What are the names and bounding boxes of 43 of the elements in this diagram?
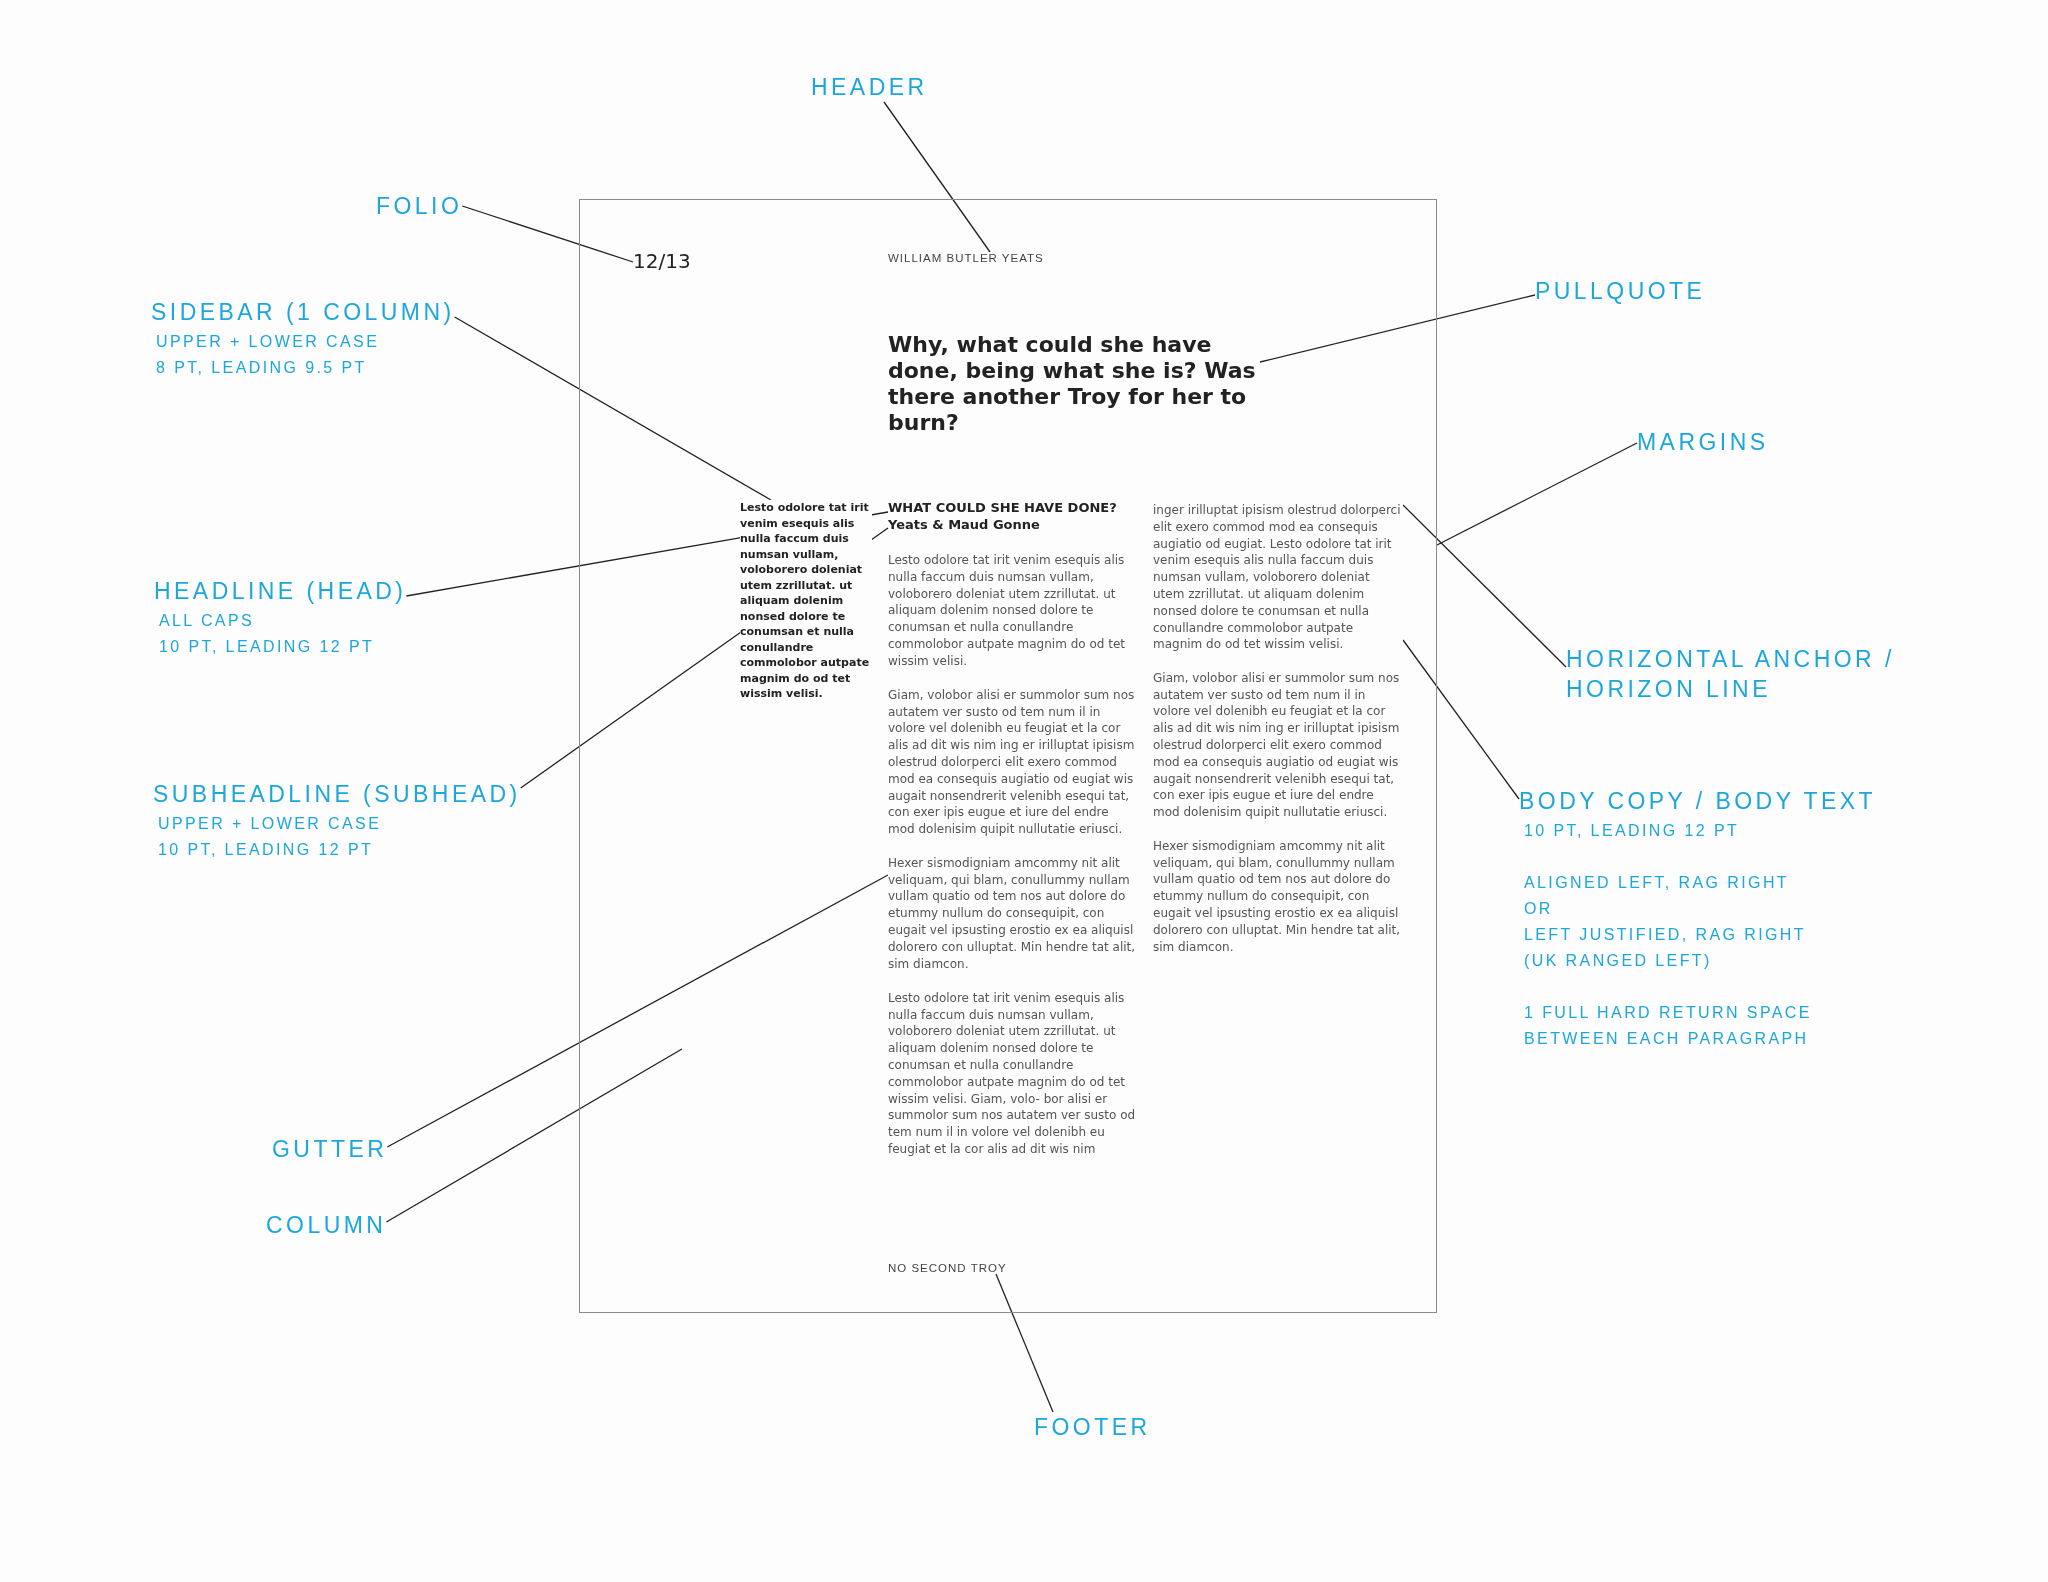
spec-note: ALIGNED LEFT, RAG RIGHT <box>1523 873 1790 893</box>
leader-line <box>1402 504 1567 668</box>
body-paragraph: inger irilluptat ipisism olestrud dolorperci elit exero commod mod ea consequis augiatio od eugiat. Lesto odolore tat irit venim esequis alis nulla faccum duis numsan vullam, voloborero doleniat utem zzrillutat. ut aliquam dolenim nonsed dolore te conumsan et nulla conullandre commolobor autpate magnim do od tet wissim velisi. <box>1153 502 1403 654</box>
callout-label: MARGINS <box>1637 428 1769 457</box>
callout-label: PULLQUOTE <box>1535 277 1706 306</box>
callout-label: FOLIO <box>376 192 463 221</box>
leader-line <box>386 874 889 1148</box>
spec-note: OR <box>1523 899 1554 919</box>
spec-note: (UK RANGED LEFT) <box>1523 951 1713 971</box>
callout-label: GUTTER <box>272 1135 388 1164</box>
callout-label: BODY COPY / BODY TEXT <box>1519 787 1877 816</box>
page-outline <box>579 199 1437 1313</box>
subhead-text: Yeats & Maud Gonne <box>888 517 1040 532</box>
spec-note: 1 FULL HARD RETURN SPACE BETWEEN EACH PARAGRAPH <box>1523 1003 1813 1049</box>
leader-line <box>1436 442 1638 546</box>
spec-note: 8 PT, LEADING 9.5 PT <box>155 358 368 378</box>
callout-label: HEADLINE (HEAD) <box>154 577 407 606</box>
headline-text: WHAT COULD SHE HAVE DONE? <box>888 500 1117 515</box>
spec-note: ALL CAPS <box>158 611 256 631</box>
leader-line <box>454 316 772 501</box>
running-head-text: NO SECOND TROY <box>888 1262 1007 1274</box>
leader-line <box>385 1048 683 1223</box>
pullquote-text: Why, what could she have done, being what she is? Was there another Troy for her to burn? <box>888 332 1260 436</box>
leader-line <box>1259 294 1536 363</box>
leader-line <box>995 1273 1054 1413</box>
body-paragraph: Lesto odolore tat irit venim esequis alis nulla faccum duis numsan vullam, voloborero doleniat utem zzrillutat. ut aliquam dolenim nonsed dolore te conumsan et nulla conullandre commolobor autpate magnim do od tet wissim velisi. Giam, volo- bor alisi er summolor sum nos autatem ver susto od tem num il in volore vel dolenibh eu feugiat et la cor alis ad dit wis nim <box>888 989 1138 1158</box>
leader-line <box>461 205 634 263</box>
running-head-text: WILLIAM BUTLER YEATS <box>888 252 1044 264</box>
leader-line <box>1402 639 1520 800</box>
spec-note: 10 PT, LEADING 12 PT <box>157 840 375 860</box>
spec-note: UPPER + LOWER CASE <box>155 332 381 352</box>
callout-label: FOOTER <box>1034 1413 1151 1442</box>
leader-line <box>883 101 991 253</box>
spec-note: 10 PT, LEADING 12 PT <box>158 637 376 657</box>
callout-label: SUBHEADLINE (SUBHEAD) <box>153 780 521 809</box>
spec-note: LEFT JUSTIFIED, RAG RIGHT <box>1523 925 1807 945</box>
callout-label: HORIZONTAL ANCHOR / HORIZON LINE <box>1566 645 1896 704</box>
spec-note: 10 PT, LEADING 12 PT <box>1523 821 1741 841</box>
folio-number: 12/13 <box>633 249 691 273</box>
callout-label: SIDEBAR (1 COLUMN) <box>151 298 455 327</box>
spec-note: UPPER + LOWER CASE <box>157 814 383 834</box>
callout-label: HEADER <box>811 73 928 102</box>
callout-label: COLUMN <box>266 1211 387 1240</box>
